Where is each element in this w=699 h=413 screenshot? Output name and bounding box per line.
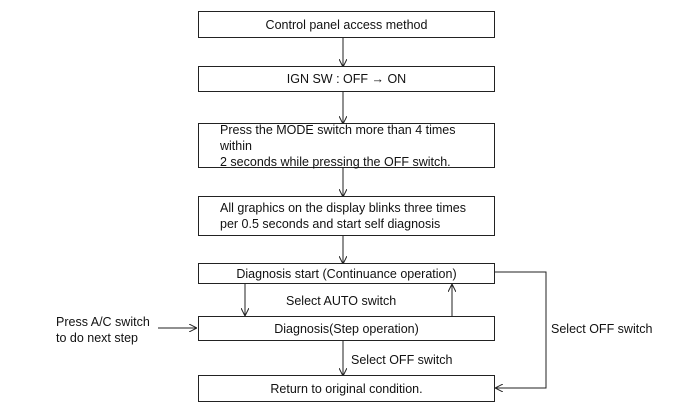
ign-switch-text: IGN SW : OFF → ON — [286, 72, 407, 86]
select-off-right-label: Select OFF switch — [551, 322, 653, 336]
select-auto-label: Select AUTO switch — [286, 294, 397, 308]
press-ac-label: Press A/C switch to do next step — [56, 315, 150, 345]
press-mode-box: Press the MODE switch more than 4 times … — [198, 122, 495, 169]
access-method-text: Control panel access method — [265, 17, 428, 32]
press-mode-text: Press the MODE switch more than 4 times … — [220, 122, 456, 169]
diagnosis-step-text: Diagnosis(Step operation) — [274, 321, 419, 336]
return-condition-box: Return to original condition. — [198, 375, 495, 402]
diagnosis-start-box: Diagnosis start (Continuance operation) — [198, 263, 495, 284]
return-condition-text: Return to original condition. — [270, 381, 423, 396]
graphics-blink-box: All graphics on the display blinks three… — [198, 196, 495, 236]
access-method-box: Control panel access method — [198, 11, 495, 38]
arrow-diag-start-to-return — [495, 271, 547, 388]
select-off-mid-label: Select OFF switch — [351, 353, 453, 367]
diagnosis-start-text: Diagnosis start (Continuance operation) — [236, 266, 457, 281]
graphics-blink-text: All graphics on the display blinks three… — [220, 201, 466, 231]
diagnosis-step-box: Diagnosis(Step operation) — [198, 316, 495, 341]
ign-switch-box: IGN SW : OFF → ON — [198, 66, 495, 92]
